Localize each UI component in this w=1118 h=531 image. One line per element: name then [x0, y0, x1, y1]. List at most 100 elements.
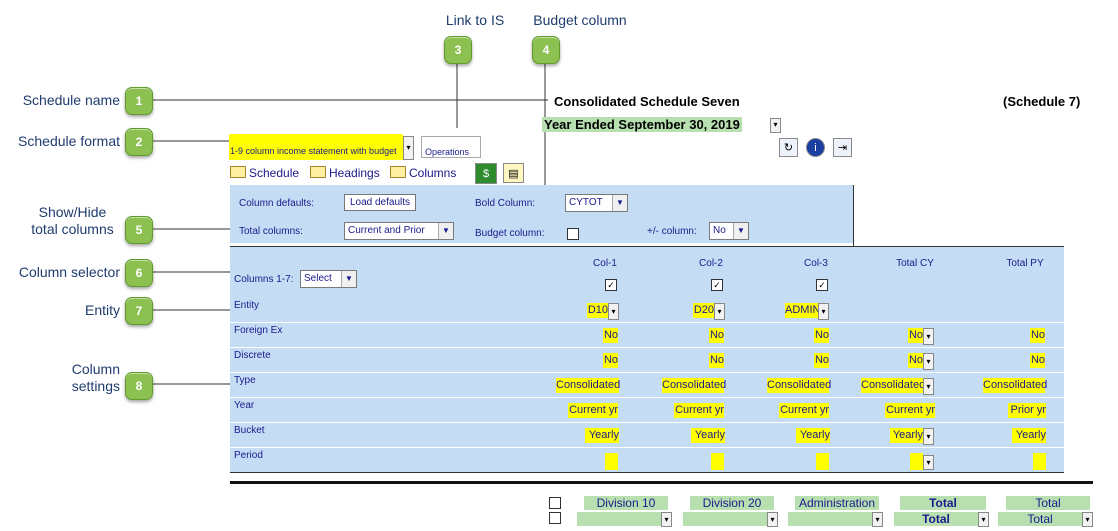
operations-select[interactable]: Operations — [421, 136, 481, 158]
preview-col1-heading[interactable]: Division 10 — [584, 496, 668, 510]
load-defaults-button[interactable]: Load defaults — [344, 194, 416, 211]
period-cell[interactable] — [605, 453, 618, 470]
period-title[interactable]: Year Ended September 30, 2019 — [542, 117, 742, 132]
callout-badge-3: 3 — [444, 36, 472, 64]
preview-col3-subheading[interactable] — [788, 512, 872, 526]
year-cell[interactable]: Current yr — [674, 403, 724, 418]
foreign-ex-cell[interactable]: No — [908, 328, 923, 343]
type-cell[interactable]: Consolidated — [767, 378, 832, 393]
schedule-format-arrow[interactable]: ▾ — [403, 136, 414, 160]
preview-row-checkbox[interactable] — [549, 512, 561, 524]
tab-columns-label: Columns — [409, 166, 457, 180]
callout-badge-8: 8 — [125, 372, 153, 400]
foreign-ex-cell[interactable]: No — [814, 328, 829, 343]
year-cell[interactable]: Current yr — [885, 403, 935, 418]
column-enable-checkbox[interactable]: ✓ — [711, 279, 723, 291]
chevron-down-icon[interactable]: ▾ — [767, 512, 778, 527]
column-enable-checkbox[interactable]: ✓ — [605, 279, 617, 291]
callout-label-schedule-format: Schedule format — [18, 133, 120, 149]
type-dropdown-arrow[interactable]: ▾ — [923, 378, 934, 395]
total-columns-label: Total columns: — [239, 226, 303, 237]
foreign-ex-cell[interactable]: No — [1030, 328, 1045, 343]
row-label-entity: Entity — [234, 300, 260, 311]
refresh-icon[interactable]: ↻ — [779, 138, 798, 157]
money-bag-icon[interactable]: $ — [475, 163, 497, 184]
discrete-dropdown-arrow[interactable]: ▾ — [923, 353, 934, 370]
schedule-format-select[interactable]: 1-9 column income statement with budget — [229, 134, 403, 160]
preview-total-cy-heading[interactable]: Total — [900, 496, 986, 510]
period-cell[interactable] — [816, 453, 829, 470]
preview-col2-subheading[interactable] — [683, 512, 767, 526]
bucket-cell[interactable]: Yearly — [585, 428, 619, 443]
total-columns-select[interactable]: Current and Prior ▼ — [344, 222, 454, 240]
type-cell[interactable]: Consolidated — [556, 378, 621, 393]
export-icon[interactable]: ⇥ — [833, 138, 852, 157]
bucket-cell[interactable]: Yearly — [691, 428, 725, 443]
foreign-ex-cell[interactable]: No — [603, 328, 618, 343]
entity-cell[interactable]: ADMIN — [785, 303, 821, 318]
preview-total-cy-subheading[interactable]: Total — [894, 512, 978, 526]
row-label-discrete: Discrete — [234, 350, 271, 361]
entity-cell[interactable]: D10 — [587, 303, 608, 318]
preview-col3-heading[interactable]: Administration — [795, 496, 879, 510]
preview-row-checkbox[interactable] — [549, 497, 561, 509]
column-header-total-cy: Total CY — [896, 258, 934, 269]
preview-total-py-heading[interactable]: Total — [1006, 496, 1090, 510]
year-cell[interactable]: Current yr — [779, 403, 829, 418]
row-divider — [230, 397, 1064, 398]
columns-selector-select[interactable]: Select ▼ — [300, 270, 357, 288]
operations-label: Operations — [425, 147, 470, 157]
chevron-down-icon[interactable]: ▾ — [872, 512, 883, 527]
budget-column-checkbox[interactable] — [567, 228, 579, 240]
entity-dropdown-arrow[interactable]: ▾ — [818, 303, 829, 320]
foreign-ex-cell[interactable]: No — [709, 328, 724, 343]
chevron-down-icon: ▼ — [438, 223, 453, 239]
column-enable-checkbox[interactable]: ✓ — [816, 279, 828, 291]
period-dropdown-arrow[interactable]: ▾ — [923, 455, 934, 470]
year-cell[interactable]: Prior yr — [1008, 403, 1046, 418]
grid-top-divider — [230, 246, 1064, 247]
foreign-ex-dropdown-arrow[interactable]: ▾ — [923, 328, 934, 345]
type-cell[interactable]: Consolidated — [983, 378, 1048, 393]
bold-column-select[interactable]: CYTOT ▼ — [565, 194, 628, 212]
callout-label-schedule-name: Schedule name — [22, 92, 120, 108]
chevron-down-icon[interactable]: ▾ — [978, 512, 989, 527]
plusminus-column-select[interactable]: No ▼ — [709, 222, 749, 240]
bucket-cell[interactable]: Yearly — [796, 428, 830, 443]
entity-dropdown-arrow[interactable]: ▾ — [714, 303, 725, 320]
bucket-cell[interactable]: Yearly — [1012, 428, 1046, 443]
type-cell[interactable]: Consolidated — [861, 378, 926, 393]
open-folder-icon — [390, 166, 406, 178]
callout-badge-1: 1 — [125, 87, 153, 115]
chevron-down-icon[interactable]: ▾ — [1082, 512, 1093, 527]
preview-total-py-subheading[interactable]: Total — [998, 512, 1082, 526]
tab-schedule[interactable]: Schedule — [230, 166, 299, 180]
discrete-cell[interactable]: No — [908, 353, 923, 368]
discrete-cell[interactable]: No — [709, 353, 724, 368]
budget-sheet-icon[interactable]: ▤ — [503, 163, 524, 183]
entity-cell[interactable]: D20 — [693, 303, 714, 318]
row-label-period: Period — [234, 450, 263, 461]
preview-col1-subheading[interactable] — [577, 512, 661, 526]
tab-columns[interactable]: Columns — [390, 166, 456, 180]
year-cell[interactable]: Current yr — [568, 403, 618, 418]
bucket-dropdown-arrow[interactable]: ▾ — [923, 428, 934, 445]
tab-headings[interactable]: Headings — [310, 166, 380, 180]
period-dropdown-arrow[interactable]: ▾ — [770, 118, 781, 133]
preview-col2-heading[interactable]: Division 20 — [690, 496, 774, 510]
callout-label-budget-column: Budget column — [533, 12, 627, 28]
discrete-cell[interactable]: No — [814, 353, 829, 368]
info-icon[interactable]: i — [806, 138, 825, 157]
period-cell[interactable] — [1033, 453, 1046, 470]
row-divider — [230, 447, 1064, 448]
bucket-cell[interactable]: Yearly — [890, 428, 923, 443]
discrete-cell[interactable]: No — [1030, 353, 1045, 368]
period-cell[interactable] — [910, 453, 923, 470]
plusminus-column-label: +/- column: — [647, 226, 697, 237]
discrete-cell[interactable]: No — [603, 353, 618, 368]
entity-dropdown-arrow[interactable]: ▾ — [608, 303, 619, 320]
chevron-down-icon[interactable]: ▾ — [661, 512, 672, 527]
type-cell[interactable]: Consolidated — [662, 378, 727, 393]
period-cell[interactable] — [711, 453, 724, 470]
row-label-bucket: Bucket — [234, 425, 265, 436]
